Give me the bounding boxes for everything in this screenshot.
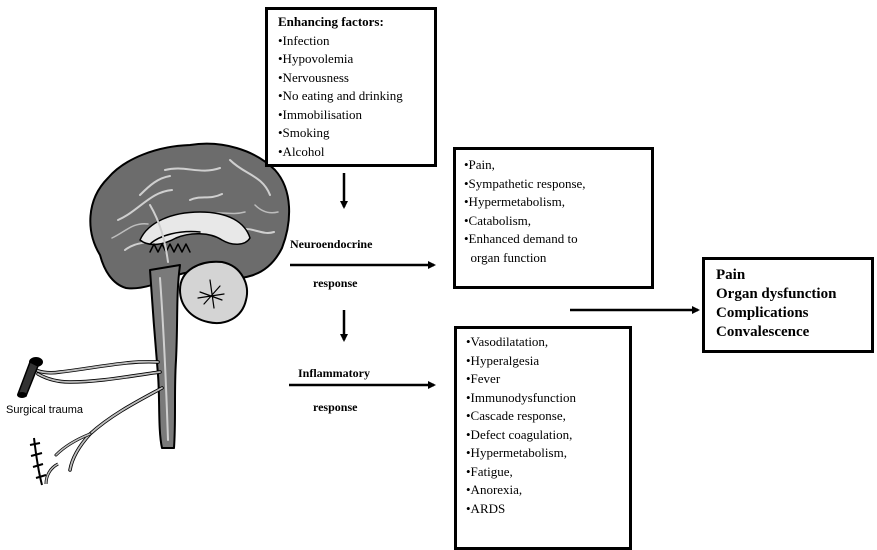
inflammatory-effects-box: •Vasodilatation, •Hyperalgesia •Fever •I… [454, 326, 632, 550]
cerebellum [179, 260, 248, 324]
factor-item: •Alcohol [278, 143, 325, 159]
outcome-item: Convalescence [716, 324, 810, 340]
surgical-trauma-label: Surgical trauma [6, 404, 84, 416]
inflammatory-response-label: response [313, 400, 358, 414]
enhancing-factors-title: Enhancing factors: [278, 14, 384, 29]
factor-item: •Immobilisation [278, 106, 362, 122]
infl-effect-item: •Anorexia, [466, 482, 523, 497]
outcome-item: Pain [716, 267, 746, 283]
neuro-effect-item: •Sympathetic response, [464, 175, 586, 191]
brain-illustration [89, 142, 291, 449]
suture-line [29, 437, 59, 486]
outcome-item: Complications [716, 305, 809, 321]
infl-effect-item: •Vasodilatation, [466, 334, 549, 349]
infl-effect-item: •Hyperalgesia [466, 352, 540, 368]
infl-effect-item: •Fatigue, [466, 463, 513, 479]
enhancing-factors-box: Enhancing factors: •Infection •Hypovolem… [265, 7, 437, 167]
factor-item: •Nervousness [278, 69, 349, 85]
infl-effect-item: •Defect coagulation, [466, 426, 573, 442]
infl-effect-item: •Immunodysfunction [466, 389, 576, 405]
trauma-site [17, 357, 43, 398]
factor-item: •Infection [278, 32, 330, 48]
corpus-callosum [139, 211, 251, 246]
neuroendocrine-effects-box: •Pain, •Sympathetic response, •Hypermeta… [453, 147, 654, 289]
neuro-effect-item: organ function [464, 249, 547, 265]
inflammatory-label: Inflammatory [298, 366, 370, 380]
neuroendocrine-label: Neuroendocrine [290, 237, 373, 251]
outcome-item: Organ dysfunction [716, 286, 837, 302]
neuro-effect-item: •Pain, [464, 157, 495, 172]
neuroendocrine-response-label: response [313, 276, 358, 290]
factor-item: •Smoking [278, 125, 330, 140]
infl-effect-item: •ARDS [466, 500, 506, 516]
outcomes-box: Pain Organ dysfunction Complications Con… [702, 257, 874, 353]
neuro-effect-item: •Enhanced demand to [464, 231, 578, 246]
infl-effect-item: •Hypermetabolism, [466, 445, 567, 460]
nerve-fibers [30, 359, 164, 472]
neuro-effect-item: •Catabolism, [464, 212, 532, 228]
infl-effect-item: •Fever [466, 371, 501, 386]
neuro-effect-item: •Hypermetabolism, [464, 194, 565, 209]
factor-item: •Hypovolemia [278, 51, 354, 66]
factor-item: •No eating and drinking [278, 88, 403, 103]
infl-effect-item: •Cascade response, [466, 408, 566, 423]
